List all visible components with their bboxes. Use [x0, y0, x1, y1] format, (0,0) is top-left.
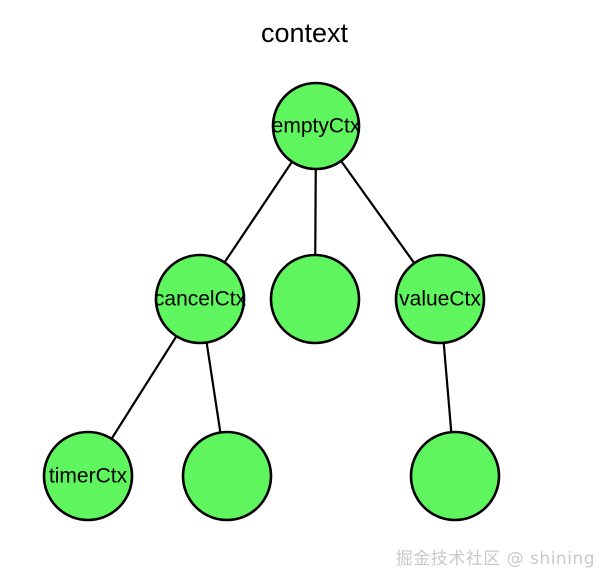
node-label: cancelCtx	[154, 288, 247, 311]
node-label: emptyCtx	[272, 115, 361, 138]
watermark-text: 掘金技术社区 @ shining	[395, 549, 595, 569]
edge-cancelCtx-timerCtx	[109, 334, 179, 441]
nodes-group: emptyCtx cancelCtx valueCtx timerCtx	[42, 81, 501, 522]
edges-group	[109, 159, 453, 441]
graph-node-emptyCtx[interactable]: emptyCtx	[271, 81, 361, 171]
node-circle[interactable]	[42, 430, 134, 522]
node-circle[interactable]	[154, 253, 246, 345]
node-circle[interactable]	[394, 253, 486, 345]
node-circle[interactable]	[409, 430, 501, 522]
graph-node-unlabeled[interactable]	[269, 253, 361, 345]
graph-node-unlabeled[interactable]	[181, 430, 273, 522]
edge-cancelCtx-leaf1	[205, 340, 222, 435]
node-label: timerCtx	[49, 465, 128, 488]
graph-node-timerCtx[interactable]: timerCtx	[42, 430, 134, 522]
graph-node-cancelCtx[interactable]: cancelCtx	[154, 253, 247, 345]
edge-emptyCtx-mid1	[314, 166, 317, 258]
edge-valueCtx-leaf2	[442, 340, 453, 435]
page-title: context	[260, 18, 349, 48]
graph-node-unlabeled[interactable]	[409, 430, 501, 522]
node-label: valueCtx	[399, 288, 481, 311]
node-circle[interactable]	[269, 253, 361, 345]
graph-node-valueCtx[interactable]: valueCtx	[394, 253, 486, 345]
node-circle[interactable]	[271, 81, 361, 171]
edge-emptyCtx-cancelCtx	[222, 159, 294, 265]
edge-emptyCtx-valueCtx	[339, 159, 417, 266]
node-circle[interactable]	[181, 430, 273, 522]
